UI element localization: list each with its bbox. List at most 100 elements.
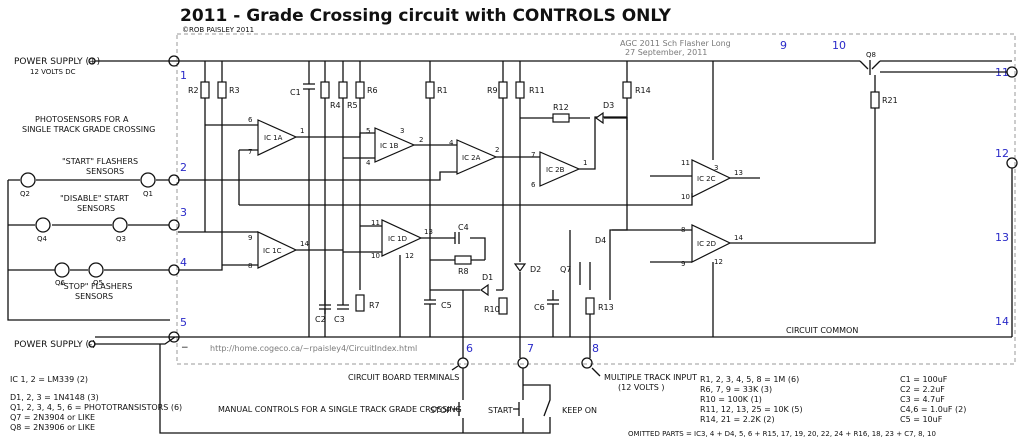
opamp-ic1a xyxy=(257,119,298,156)
pin-label: 13 xyxy=(734,169,743,177)
pin-label: 7 xyxy=(248,148,252,156)
ic1a-output-wire xyxy=(296,132,375,138)
ic1d-label: IC 1D xyxy=(388,235,407,243)
pin-label: 9 xyxy=(248,234,252,242)
terminal-number-5: 5 xyxy=(180,316,187,329)
q4-label: Q4 xyxy=(37,235,48,243)
terminal-1[interactable] xyxy=(168,55,180,67)
r21-label: R21 xyxy=(882,96,898,105)
parts-right-item: C3 = 4.7uF xyxy=(900,395,945,404)
capacitor-c4 xyxy=(454,232,460,244)
pin-label: 1 xyxy=(583,159,587,167)
power-neg-lead xyxy=(95,336,176,345)
d3-label: D3 xyxy=(603,101,614,110)
c1-label: C1 xyxy=(290,88,301,97)
pin-label: 14 xyxy=(300,240,309,248)
opamp-ic2b xyxy=(539,151,581,187)
opamp-ic1d xyxy=(381,219,423,257)
ic1b-label: IC 1B xyxy=(380,142,399,150)
opamp-ic2a xyxy=(456,139,498,175)
pin-label: 5 xyxy=(366,127,370,135)
q7-label: Q7 xyxy=(560,265,571,274)
c6-label: C6 xyxy=(534,303,545,312)
resistor-r1 xyxy=(425,81,435,99)
ic2b-label: IC 2B xyxy=(546,166,565,174)
parts-list-left: IC 1, 2 = LM339 (2) D1, 2, 3 = 1N4148 (3… xyxy=(10,375,182,432)
power-pos-terminal[interactable] xyxy=(88,57,96,65)
q6-label: Q6 xyxy=(55,279,66,287)
terminal-2[interactable] xyxy=(168,174,180,186)
parts-mid-item: R10 = 100K (1) xyxy=(700,395,762,404)
capacitor-c3 xyxy=(337,290,349,310)
r12-label: R12 xyxy=(553,103,569,112)
pin-label: 12 xyxy=(405,252,414,260)
transistor-q8 xyxy=(859,60,881,92)
terminal-6[interactable] xyxy=(457,357,469,369)
ic1d-input-wires xyxy=(343,225,382,253)
ic2c-wires xyxy=(650,175,760,179)
terminal-5[interactable] xyxy=(168,331,180,343)
manual-controls-label: MANUAL CONTROLS FOR A SINGLE TRACK GRADE… xyxy=(218,405,462,414)
phototransistor-q1 xyxy=(140,172,156,188)
disable-sensors-line1: "DISABLE" START xyxy=(60,194,129,203)
phototransistor-q3 xyxy=(112,217,128,233)
photosensors-line2: SINGLE TRACK GRADE CROSSING xyxy=(22,125,155,134)
minus-sign: − xyxy=(181,343,189,353)
r5-label: R5 xyxy=(347,101,358,110)
url-label[interactable]: http://home.cogeco.ca/~rpaisley4/Circuit… xyxy=(210,344,417,353)
disable-bus-wire xyxy=(239,193,693,206)
d4-wire xyxy=(609,130,628,300)
r3-to-t4-wire xyxy=(178,248,223,271)
pin-label: 2 xyxy=(419,136,423,144)
multi-track-line1: MULTIPLE TRACK INPUT xyxy=(604,373,697,382)
stop-button[interactable] xyxy=(453,368,464,433)
ic1a-input-wires xyxy=(205,124,258,205)
parts-right-item: C2 = 2.2uF xyxy=(900,385,945,394)
capacitor-c2 xyxy=(319,290,331,337)
pin-label: 12 xyxy=(714,258,723,266)
stop-button-label: STOP xyxy=(430,406,451,415)
top-resistors xyxy=(200,61,632,314)
start-sensors-line1: "START" FLASHERS xyxy=(62,157,138,166)
parts-mid-item: R6, 7, 9 = 33K (3) xyxy=(700,385,772,394)
diode-d1 xyxy=(479,283,489,297)
keep-on-label: KEEP ON xyxy=(562,406,597,415)
multi-track-pointer xyxy=(591,367,601,377)
pin-label: 13 xyxy=(424,228,433,236)
terminal-7[interactable] xyxy=(517,357,529,369)
terminal-8[interactable] xyxy=(581,357,593,369)
r4-label: R4 xyxy=(330,101,341,110)
terminal-number-13: 13 xyxy=(995,231,1009,244)
c5-label: C5 xyxy=(441,301,452,310)
board-outline xyxy=(176,33,1016,365)
d1-label: D1 xyxy=(482,273,493,282)
keep-on-switch[interactable] xyxy=(523,384,551,417)
q5-label: Q5 xyxy=(93,279,103,287)
start-button-label: START xyxy=(488,406,513,415)
phototransistor-q4 xyxy=(35,217,51,233)
capacitor-c1 xyxy=(303,61,315,337)
start-button[interactable] xyxy=(513,368,524,433)
board-terminals-pointer xyxy=(451,365,459,371)
c4-label: C4 xyxy=(458,223,469,232)
resistor-r4 xyxy=(320,81,330,99)
opamp-ic1b xyxy=(374,127,416,163)
diode-d3 xyxy=(594,111,604,125)
parts-right-item: C1 = 100uF xyxy=(900,375,948,384)
q8-label: Q8 xyxy=(866,51,876,59)
transistor-q7 xyxy=(569,230,591,337)
pin-label: 3 xyxy=(714,164,718,172)
resistor-r12 xyxy=(552,113,570,123)
parts-mid-item: R11, 12, 13, 25 = 10K (5) xyxy=(700,405,803,414)
terminal-number-14: 14 xyxy=(995,315,1009,328)
ic2d-label: IC 2D xyxy=(697,240,716,248)
d2-label: D2 xyxy=(530,265,541,274)
opamp-ic2d xyxy=(691,224,732,263)
parts-mid-item: R14, 21 = 2.2K (2) xyxy=(700,415,775,424)
ic1c-label: IC 1C xyxy=(263,247,282,255)
capacitor-c6 xyxy=(547,290,559,337)
terminal-number-6: 6 xyxy=(466,342,473,355)
terminal-number-9: 9 xyxy=(780,39,787,52)
opamps xyxy=(257,119,732,269)
